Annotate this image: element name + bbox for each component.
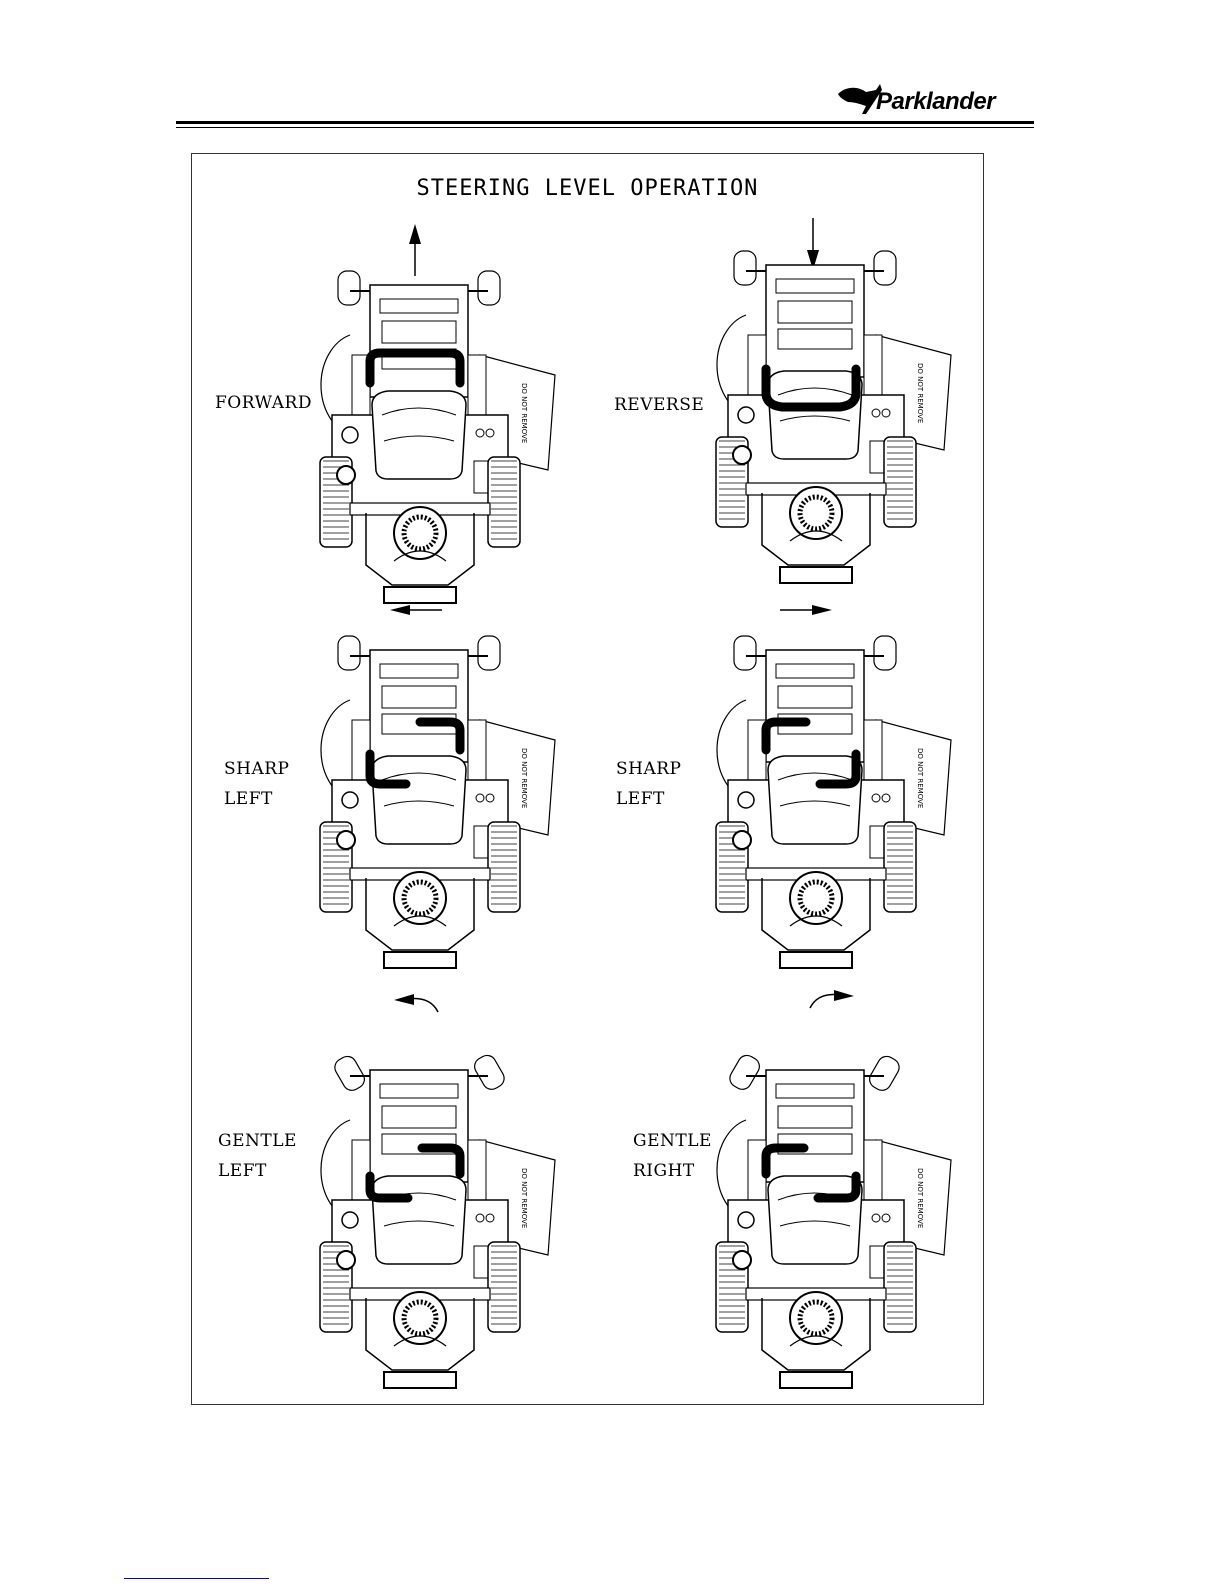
- label-reverse: REVERSE: [614, 390, 704, 420]
- svg-text:DO NOT REMOVE: DO NOT REMOVE: [520, 1168, 528, 1228]
- svg-text:DO NOT REMOVE: DO NOT REMOVE: [520, 748, 528, 808]
- sharp-right-arrow-icon: [778, 600, 834, 620]
- mower-diagram-sharp-right: DO NOT REMOVE: [706, 630, 956, 970]
- gentle-left-arrow-icon: [392, 990, 444, 1016]
- gentle-right-arrow-icon: [804, 986, 856, 1012]
- footer-link-underline[interactable]: [124, 1578, 269, 1579]
- mower-diagram-gentle-left: DO NOT REMOVE: [310, 1050, 560, 1390]
- brand-name: Parklander: [876, 88, 995, 116]
- label-forward: FORWARD: [215, 388, 312, 418]
- diagram-title: STEERING LEVEL OPERATION: [191, 176, 984, 201]
- label-gentle-right: GENTLE RIGHT: [633, 1126, 712, 1186]
- mower-diagram-forward: DO NOT REMOVE: [310, 265, 560, 605]
- header-rule-thin: [176, 127, 1034, 128]
- svg-text:DO NOT REMOVE: DO NOT REMOVE: [916, 1168, 924, 1228]
- mower-diagram-sharp-left: DO NOT REMOVE: [310, 630, 560, 970]
- label-sharp-left: SHARP LEFT: [224, 754, 290, 814]
- svg-text:DO NOT REMOVE: DO NOT REMOVE: [916, 748, 924, 808]
- label-sharp-right: SHARP LEFT: [616, 754, 682, 814]
- label-gentle-left: GENTLE LEFT: [218, 1126, 297, 1186]
- svg-text:DO NOT REMOVE: DO NOT REMOVE: [520, 383, 528, 443]
- mower-diagram-reverse: DO NOT REMOVE: [706, 245, 956, 585]
- svg-text:DO NOT REMOVE: DO NOT REMOVE: [916, 363, 924, 423]
- mower-diagram-gentle-right: DO NOT REMOVE: [706, 1050, 956, 1390]
- header-rule: [176, 121, 1034, 124]
